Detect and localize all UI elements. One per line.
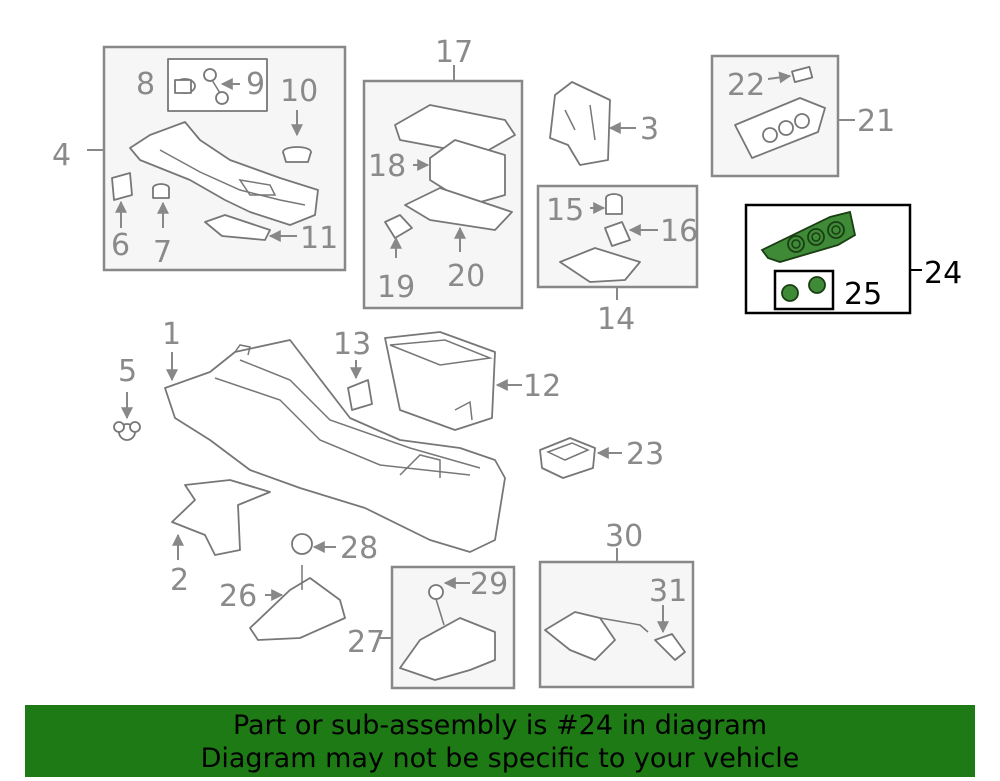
callout-4: 4: [52, 138, 71, 173]
group-box-17: [362, 65, 524, 310]
callout-14: 14: [597, 302, 635, 337]
callout-2: 2: [170, 563, 189, 598]
callout-22: 22: [727, 68, 765, 103]
group-box-24-highlighted[interactable]: [744, 203, 922, 315]
callout-21: 21: [857, 104, 895, 139]
callout-18: 18: [368, 149, 406, 184]
callout-20: 20: [447, 259, 485, 294]
callout-12: 12: [523, 369, 561, 404]
group-box-4: [87, 45, 347, 272]
callout-10: 10: [280, 74, 318, 109]
callout-25: 25: [844, 277, 882, 312]
callout-19: 19: [377, 270, 415, 305]
part-1-center-console: [164, 339, 506, 553]
callout-1: 1: [162, 317, 181, 352]
callout-13: 13: [333, 327, 371, 362]
callout-31: 31: [649, 574, 687, 609]
callout-6: 6: [111, 228, 130, 263]
callout-3: 3: [640, 112, 659, 147]
callout-labels: 4 8 9 10 6 7 11 17 18 19 20 3 15 16 14 2…: [52, 35, 962, 660]
callout-5: 5: [118, 354, 137, 389]
callout-30: 30: [605, 519, 643, 554]
part-28-knob: [291, 533, 336, 555]
part-3-bracket: [549, 81, 636, 166]
banner-line-1: Part or sub-assembly is #24 in diagram: [232, 710, 768, 741]
callout-28: 28: [340, 531, 378, 566]
part-2-bracket: [171, 479, 271, 560]
callout-29: 29: [470, 567, 508, 602]
group-box-21: [710, 54, 855, 178]
group-box-14: [536, 184, 699, 300]
part-5-clip: [113, 392, 141, 441]
info-banner: Part or sub-assembly is #24 in diagram D…: [25, 705, 975, 777]
callout-24: 24: [924, 256, 962, 291]
part-12-storage-box: [384, 331, 522, 431]
callout-17: 17: [435, 35, 473, 70]
callout-26: 26: [219, 579, 257, 614]
callout-7: 7: [153, 235, 172, 270]
callout-9: 9: [246, 67, 265, 102]
banner-line-2: Diagram may not be specific to your vehi…: [200, 743, 800, 774]
callout-27: 27: [347, 625, 385, 660]
callout-8: 8: [136, 67, 155, 102]
callout-11: 11: [300, 221, 338, 256]
group-box-30: [538, 548, 695, 689]
group-box-27: [380, 565, 516, 690]
part-23-tray: [539, 437, 622, 479]
callout-16: 16: [660, 214, 698, 249]
part-26-shifter-base: [249, 565, 346, 641]
part-13-clip: [347, 360, 373, 411]
callout-23: 23: [626, 437, 664, 472]
callout-15: 15: [546, 193, 584, 228]
